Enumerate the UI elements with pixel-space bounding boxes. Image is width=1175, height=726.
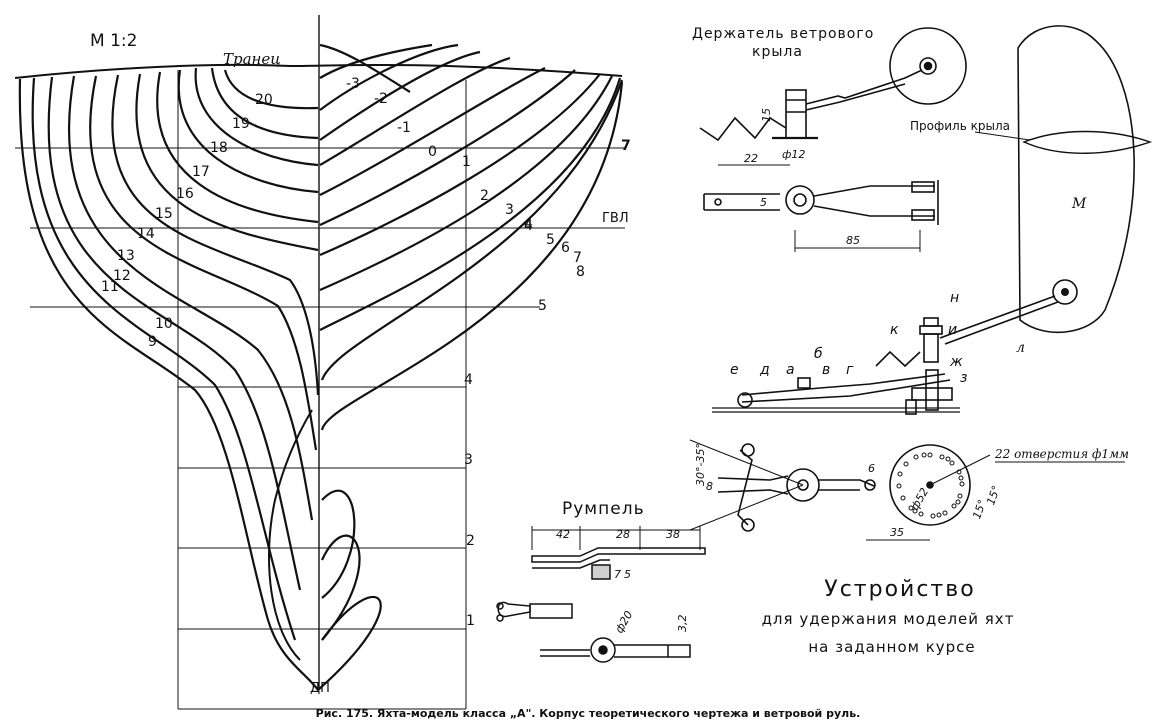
station-label: -1: [397, 120, 411, 136]
scale-label: М 1:2: [90, 31, 137, 51]
vane-dim: 5: [760, 196, 767, 209]
mechanism-drawing: е д а б в г к н и ж з 22 отверстия ф1мм …: [689, 290, 1129, 541]
wing-profile-label: Профиль крыла: [910, 119, 1010, 133]
mech-letter: в: [822, 362, 830, 378]
heading-block: Устройство для удержания моделей яхт на …: [762, 577, 1015, 656]
tiller-dim: 42: [556, 528, 570, 541]
station-label: 18: [210, 140, 228, 156]
grid-label: 5: [538, 298, 547, 314]
mech-dim: 35: [890, 526, 904, 539]
mech-dim: 30°-35°: [694, 443, 707, 486]
mech-letter: д: [759, 362, 770, 378]
tiller-title: Румпель: [562, 499, 645, 519]
station-label: 11: [101, 279, 119, 295]
centerline-label: ДП: [310, 681, 330, 696]
grid-label: 4: [464, 372, 473, 388]
mech-letter: г: [846, 362, 854, 378]
grid-label: 3: [464, 452, 473, 468]
hull-body-plan: [14, 15, 625, 710]
station-label: 15: [155, 206, 173, 222]
mech-letter: з: [960, 370, 967, 386]
vane-dim: ф12: [782, 148, 805, 161]
station-label: 19: [232, 116, 250, 132]
tiller-dim: 5: [624, 568, 631, 581]
vane-dim: 15: [760, 108, 773, 122]
vane-holder-title-line1: Держатель ветрового: [692, 26, 874, 42]
tiller-dim: 7: [614, 568, 621, 581]
wind-wing-drawing: Профиль крыла М л: [910, 25, 1153, 356]
station-label: 12: [113, 268, 131, 284]
wing-arm-letter: л: [1016, 340, 1025, 356]
mech-letter: а: [786, 362, 795, 378]
mech-letter: б: [814, 346, 823, 362]
station-label: 6: [561, 240, 570, 256]
mech-letter: ж: [949, 354, 963, 370]
transom-label: Транец: [223, 50, 281, 68]
mech-dim: ф52: [908, 486, 931, 513]
mech-dim: 15°: [984, 484, 1003, 507]
hull-labels: М 1:2 Транец ГВЛ ДП 20 19 18 17 16 15 14…: [90, 31, 631, 696]
station-label: 10: [155, 316, 173, 332]
mech-dim: 15°: [970, 498, 989, 521]
heading-line3: на заданном курсе: [808, 638, 975, 656]
mech-dim: 6: [868, 462, 875, 475]
station-label: -2: [374, 91, 388, 107]
station-label: 16: [176, 186, 194, 202]
figure-caption: Рис. 175. Яхта-модель класса „А". Корпус…: [316, 707, 861, 720]
station-label: 5: [546, 232, 555, 248]
station-label: 3: [505, 202, 514, 218]
tiller-dim: 38: [666, 528, 680, 541]
grid-label: 4: [524, 218, 533, 234]
vane-dim: 85: [846, 234, 860, 247]
station-label: 7: [573, 250, 582, 266]
station-label: 4: [524, 216, 533, 232]
station-label: 0: [428, 144, 437, 160]
vane-holder-drawing: Держатель ветрового крыла: [692, 26, 967, 252]
waterline-label: ГВЛ: [602, 211, 629, 226]
vane-dim: 22: [744, 152, 758, 165]
tiller-dim: 28: [616, 528, 630, 541]
station-label: -3: [346, 76, 360, 92]
station-label: 14: [137, 226, 155, 242]
wing-letter: М: [1071, 196, 1087, 212]
station-label: 9: [148, 334, 157, 350]
grid-label: 1: [466, 613, 475, 629]
station-label: 20: [255, 92, 273, 108]
station-label: 1: [462, 154, 471, 170]
vane-holder-title-line2: крыла: [752, 44, 803, 60]
tiller-drawing: Румпель 42 28 38 7 5 ф20: [496, 499, 706, 663]
tiller-dim: 3,2: [676, 615, 689, 633]
grid-label: 2: [466, 533, 475, 549]
grid-label: 7: [621, 138, 631, 154]
heading-line2: для удержания моделей яхт: [762, 610, 1015, 628]
heading-line1: Устройство: [824, 577, 975, 602]
station-label: 2: [480, 188, 489, 204]
station-label: 17: [192, 164, 210, 180]
station-label: 13: [117, 248, 135, 264]
mech-letter: е: [730, 362, 739, 378]
mech-letter: и: [948, 322, 957, 338]
holes-ring: [896, 452, 965, 519]
mech-dim: 8: [706, 480, 713, 493]
mech-letter: к: [890, 322, 899, 338]
tiller-dim: ф20: [613, 609, 636, 636]
station-label: 8: [576, 264, 585, 280]
holes-note: 22 отверстия ф1мм: [994, 447, 1129, 461]
mech-letter: н: [950, 290, 959, 306]
